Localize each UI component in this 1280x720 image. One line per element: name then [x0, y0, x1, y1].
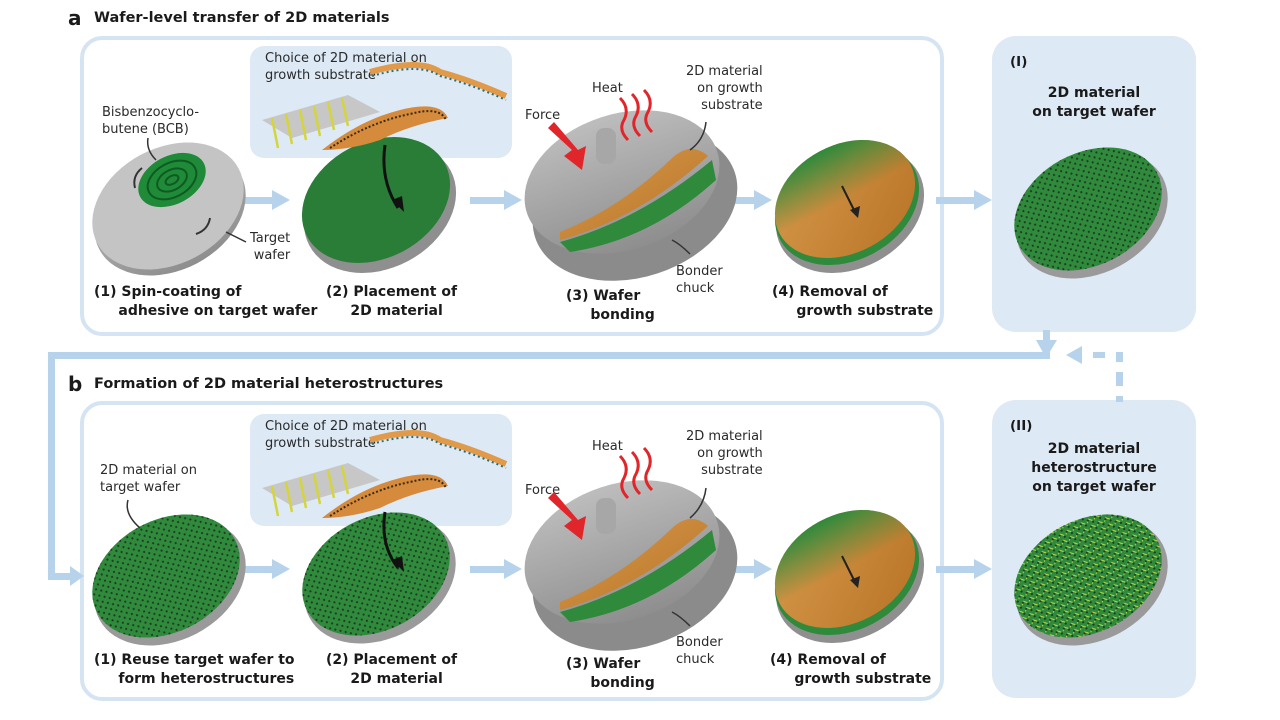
- arrow-b3-b4-head: [754, 559, 772, 579]
- dashed-arrow-head: [1066, 346, 1082, 364]
- loop-arrow-left-down: [48, 352, 55, 580]
- result-ii-number: (II): [1010, 418, 1033, 434]
- panel-a-choice-label: Choice of 2D material on growth substrat…: [265, 51, 427, 83]
- flow-arrows: [48, 190, 1123, 586]
- panel-a-letter: a: [68, 6, 82, 30]
- loop-arrow-across: [48, 352, 1050, 359]
- loop-arrow-into-b: [48, 573, 72, 580]
- force-annotation-b: Force: [525, 483, 561, 498]
- arrow-b1-b2: [240, 566, 274, 573]
- arrow-a2-a3-head: [504, 190, 522, 210]
- step-a2-wafer-illustration: [262, 62, 508, 273]
- loop-arrow-into-b-head: [70, 566, 84, 586]
- bcb-annotation: Bisbenzocyclo- butene (BCB): [102, 105, 200, 137]
- arrow-a4-result-head: [974, 190, 992, 210]
- arrow-a1-a2-head: [272, 190, 290, 210]
- arrow-b3-b4: [718, 566, 756, 573]
- step-b4-wafer-illustration: [774, 510, 925, 643]
- bonder-chuck-annotation-a: Bonder chuck: [676, 264, 723, 296]
- target-wafer-annotation: Target wafer: [250, 231, 291, 263]
- step-b2-label: (2) Placement of 2D material: [326, 652, 458, 687]
- step-b4-label: (4) Removal of growth substrate: [770, 652, 932, 687]
- dashed-seg-2: [1116, 352, 1123, 362]
- target-material-annotation: 2D material on target wafer: [100, 463, 197, 495]
- result-i-number: (I): [1010, 54, 1028, 70]
- bonder-chuck-annotation-b: Bonder chuck: [676, 635, 723, 667]
- arrow-b2-b3-head: [504, 559, 522, 579]
- arrow-a2-a3: [470, 197, 506, 204]
- panel-a-title: Wafer-level transfer of 2D materials: [94, 10, 390, 26]
- dashed-seg-3: [1116, 372, 1123, 386]
- step-a2-label: (2) Placement of 2D material: [326, 284, 458, 319]
- step-a1-label: (1) Spin-coating of adhesive on target w…: [94, 284, 318, 319]
- arrow-a3-a4-head: [754, 190, 772, 210]
- heat-annotation-a: Heat: [592, 81, 623, 96]
- step-a3-bonder-illustration: [524, 88, 738, 281]
- heat-annotation-b: Heat: [592, 439, 623, 454]
- arrow-a3-a4: [718, 197, 756, 204]
- result-ii-title: 2D material heterostructure on target wa…: [1031, 441, 1157, 495]
- force-annotation-a: Force: [525, 108, 561, 123]
- step-b2-wafer-illustration: [262, 430, 508, 644]
- loop-arrow-down-head: [1036, 340, 1057, 358]
- step-b3-label: (3) Wafer bonding: [566, 656, 655, 691]
- step-a4-wafer-illustration: [774, 140, 925, 273]
- arrow-b4-result-head: [974, 559, 992, 579]
- step-b3-bonder-illustration: [524, 446, 738, 651]
- step-b1-wafer-illustration: [92, 499, 246, 646]
- step-a4-label: (4) Removal of growth substrate: [772, 284, 934, 319]
- result-ii-wafer-illustration: [1014, 514, 1168, 646]
- arrow-a1-a2: [240, 197, 274, 204]
- result-i-wafer-illustration: [1014, 147, 1168, 279]
- panel-b-title: Formation of 2D material heterostructure…: [94, 376, 444, 392]
- panel-b-choice-label: Choice of 2D material on growth substrat…: [265, 419, 427, 451]
- result-i-title: 2D material on target wafer: [1032, 85, 1156, 120]
- dashed-seg-4: [1116, 396, 1123, 402]
- arrow-b1-b2-head: [272, 559, 290, 579]
- step-a3-label: (3) Wafer bonding: [566, 288, 655, 323]
- panel-b-letter: b: [68, 372, 83, 396]
- arrow-b2-b3: [470, 566, 506, 573]
- growth-material-annotation-a: 2D material on growth substrate: [686, 64, 763, 113]
- growth-material-annotation-b: 2D material on growth substrate: [686, 429, 763, 478]
- dashed-seg-1: [1093, 352, 1105, 358]
- arrow-a4-result: [936, 197, 976, 204]
- step-a1-wafer-illustration: [92, 137, 247, 276]
- step-b1-label: (1) Reuse target wafer to form heterostr…: [94, 652, 295, 687]
- arrow-b4-result: [936, 566, 976, 573]
